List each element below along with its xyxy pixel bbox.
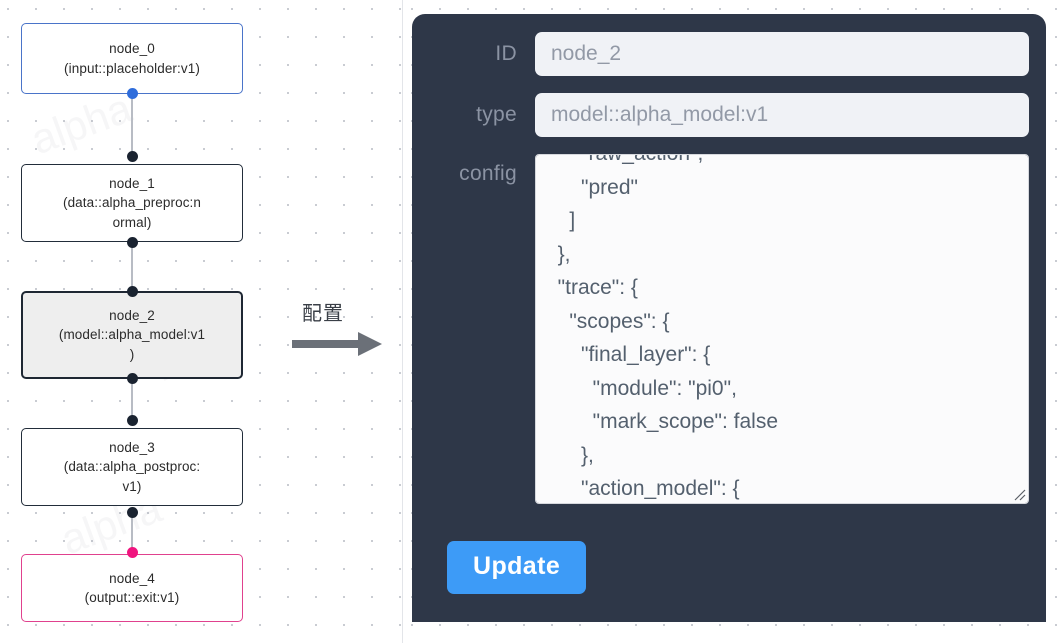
- config-textarea[interactable]: "raw_action", "pred" ] }, "trace": { "sc…: [535, 154, 1029, 504]
- graph-node-node_2[interactable]: node_2 (model::alpha_model:v1 ): [21, 291, 243, 379]
- graph-node-label: node_1 (data::alpha_preproc:n ormal): [62, 176, 202, 230]
- node_1-target-port[interactable]: [126, 150, 138, 162]
- config-textarea-wrap: "raw_action", "pred" ] }, "trace": { "sc…: [535, 154, 1029, 504]
- id-field-label: ID: [495, 42, 517, 65]
- flow-annotation-label: 配置: [302, 301, 344, 325]
- config-field-row: config "raw_action", "pred" ] }, "trace"…: [429, 154, 1029, 504]
- node_2-target-port[interactable]: [126, 285, 138, 297]
- type-field-label: type: [476, 103, 517, 126]
- graph-node-node_4[interactable]: node_4 (output::exit:v1): [21, 554, 243, 622]
- node_2-source-port[interactable]: [126, 372, 138, 384]
- type-input[interactable]: [535, 93, 1029, 137]
- graph-node-label: node_4 (output::exit:v1): [84, 570, 180, 605]
- canvas-divider: [402, 0, 403, 643]
- node_1-source-port[interactable]: [126, 236, 138, 248]
- node_4-target-port[interactable]: [126, 546, 138, 558]
- right-arrow-icon: [292, 332, 382, 356]
- node_0-source-port[interactable]: [126, 87, 138, 99]
- flow-annotation: 配置: [292, 297, 396, 363]
- edge-node2-node3[interactable]: [131, 377, 133, 423]
- graph-node-label: node_3 (data::alpha_postproc: v1): [63, 440, 201, 494]
- graph-node-node_3[interactable]: node_3 (data::alpha_postproc: v1): [21, 428, 243, 506]
- type-field-row: type: [429, 93, 1029, 137]
- graph-node-label: node_2 (model::alpha_model:v1 ): [58, 308, 206, 362]
- graph-node-node_1[interactable]: node_1 (data::alpha_preproc:n ormal): [21, 164, 243, 242]
- config-field-label: config: [459, 162, 517, 185]
- update-button[interactable]: Update: [447, 541, 587, 594]
- node-graph-canvas[interactable]: alphaalphaalpha node_0 (input::placehold…: [0, 0, 404, 643]
- graph-node-label: node_0 (input::placeholder:v1): [64, 41, 200, 76]
- edge-node3-node4[interactable]: [131, 510, 133, 555]
- node-config-panel: ID type config "raw_action", "pred" ] },…: [412, 14, 1046, 622]
- node_3-target-port[interactable]: [126, 414, 138, 426]
- edge-node0-node1[interactable]: [131, 92, 133, 160]
- id-field-row: ID: [429, 32, 1029, 76]
- node_3-source-port[interactable]: [126, 506, 138, 518]
- edge-node1-node2[interactable]: [131, 241, 133, 293]
- graph-node-node_0[interactable]: node_0 (input::placeholder:v1): [21, 23, 243, 94]
- canvas-watermark: alpha: [24, 83, 138, 164]
- id-input[interactable]: [535, 32, 1029, 76]
